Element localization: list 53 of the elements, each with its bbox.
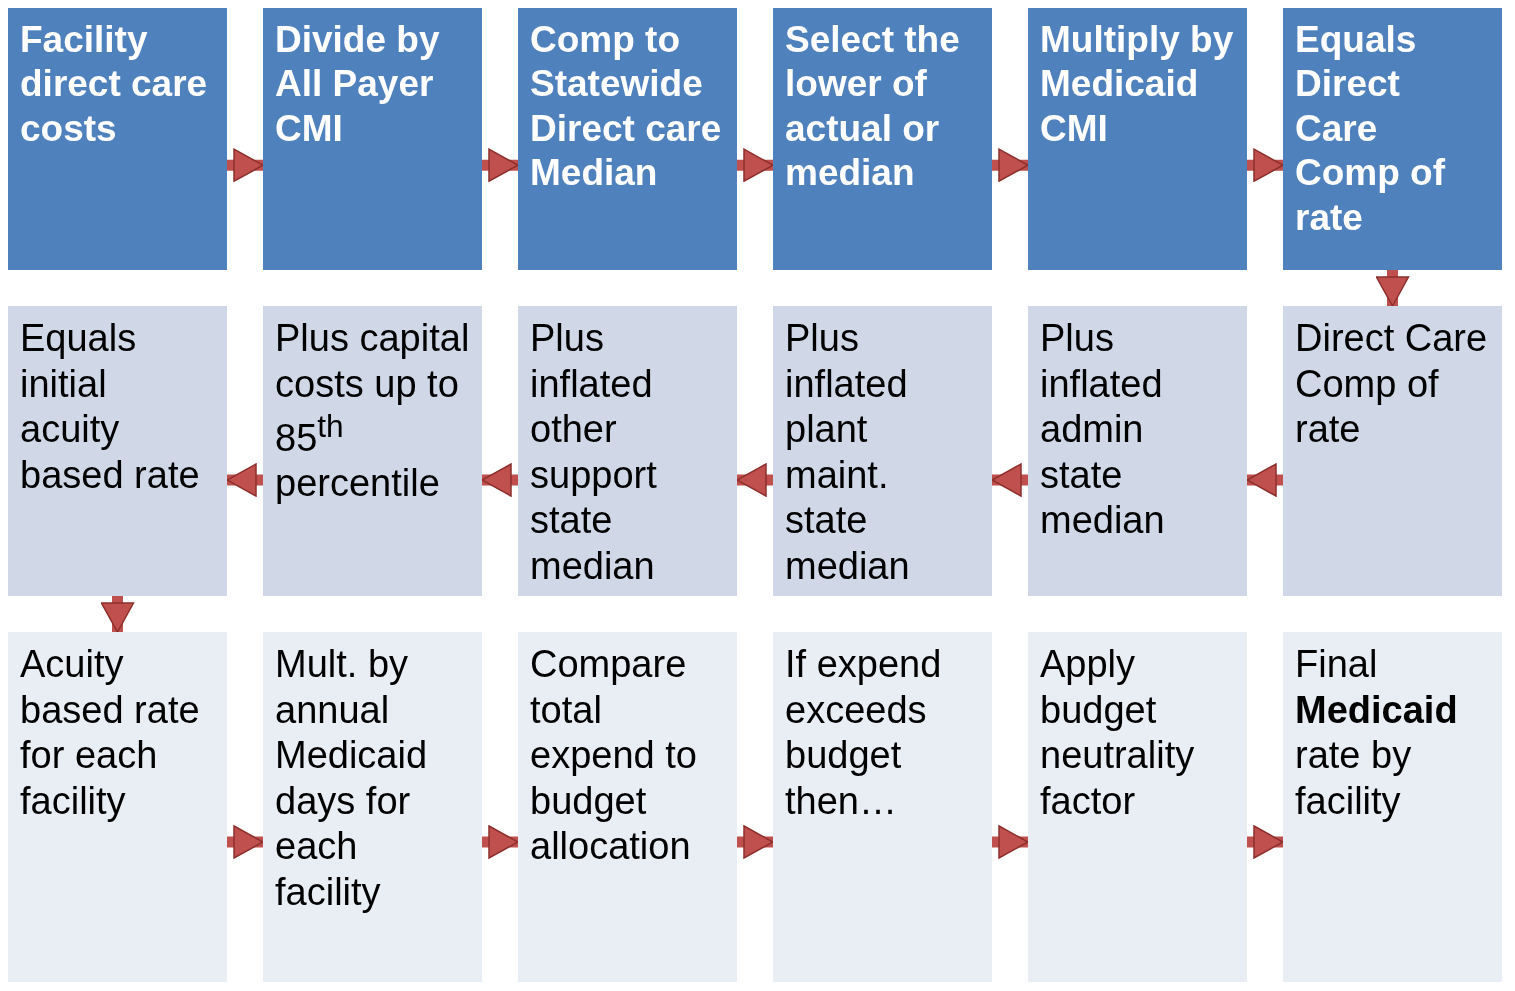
arrow [1247,148,1284,182]
arrow [1246,463,1283,497]
arrow [227,825,264,859]
step-text: Divide by All Payer CMI [275,18,441,151]
arrow [482,148,519,182]
step-box [1028,632,1247,982]
step-text: If expend exceeds budget then… [785,642,943,824]
arrow [482,825,519,859]
step-box [518,8,737,270]
step-box [8,632,227,982]
step-box [8,306,227,596]
arrow [1247,825,1284,859]
arrow [736,463,773,497]
step-box [263,306,482,596]
arrow [226,463,263,497]
step-box [518,306,737,596]
arrow [227,148,264,182]
step-text: Compare total expend to budget allocation [530,642,698,870]
arrow [737,825,774,859]
step-box [773,306,992,596]
step-box [8,8,227,270]
arrow [481,463,518,497]
step-text: Plus inflated admin state median [1040,316,1166,544]
arrow [992,825,1029,859]
step-text: Mult. by annual Medicaid days for each facility [275,642,429,915]
arrow [991,463,1028,497]
arrow [1375,270,1410,307]
step-box [518,632,737,982]
step-text: Direct Care Comp of rate [1295,316,1489,453]
step-text: Facility direct care costs [20,18,209,151]
step-box [263,8,482,270]
step-box [773,8,992,270]
step-text: Comp to Statewide Direct care Median [530,18,723,196]
step-text: Plus inflated plant maint. state median [785,316,911,589]
step-text: Acuity based rate for each facility [20,642,201,824]
step-text: Plus inflated other support state median [530,316,658,589]
step-box [1283,306,1502,596]
step-text: Final Medicaid rate by facility [1295,642,1459,824]
step-box [263,632,482,982]
arrow [100,596,135,633]
step-text: Apply budget neutrality factor [1040,642,1196,824]
step-text: Equals Direct Care Comp of rate [1295,18,1447,240]
arrow [992,148,1029,182]
step-text: Equals initial acuity based rate [20,316,201,498]
arrow [737,148,774,182]
step-box [1028,8,1247,270]
step-box [773,632,992,982]
step-text: Multiply by Medicaid CMI [1040,18,1235,151]
step-text: Plus capital costs up to 85$^{th}$ percentile [275,316,470,507]
step-text: Select the lower of actual or median [785,18,961,196]
step-box [1283,632,1502,982]
step-box [1028,306,1247,596]
step-box [1283,8,1502,270]
